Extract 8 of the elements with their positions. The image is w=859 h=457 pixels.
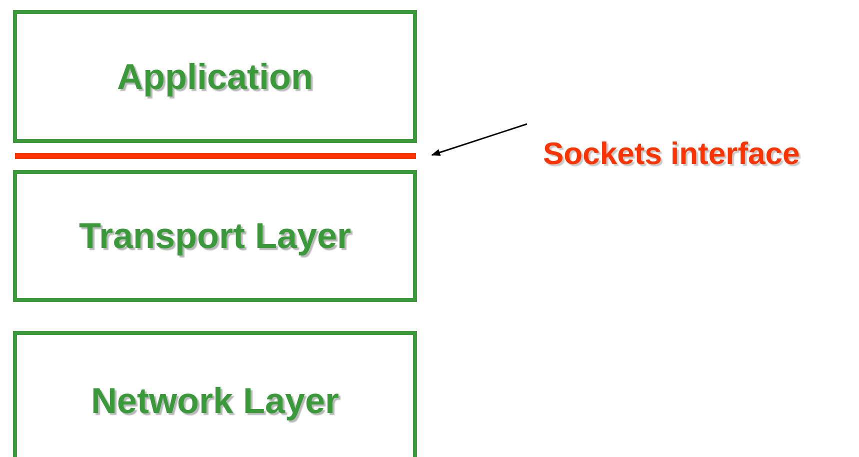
layer-label: Network Layer — [90, 380, 340, 422]
layer-box — [13, 331, 417, 457]
arrow — [431, 123, 528, 156]
callout-label: Sockets interface — [543, 136, 800, 172]
layer-label: Transport Layer — [78, 215, 352, 257]
layer-box — [13, 10, 417, 143]
layer-label: Application — [117, 56, 313, 98]
layer-box — [13, 170, 417, 302]
